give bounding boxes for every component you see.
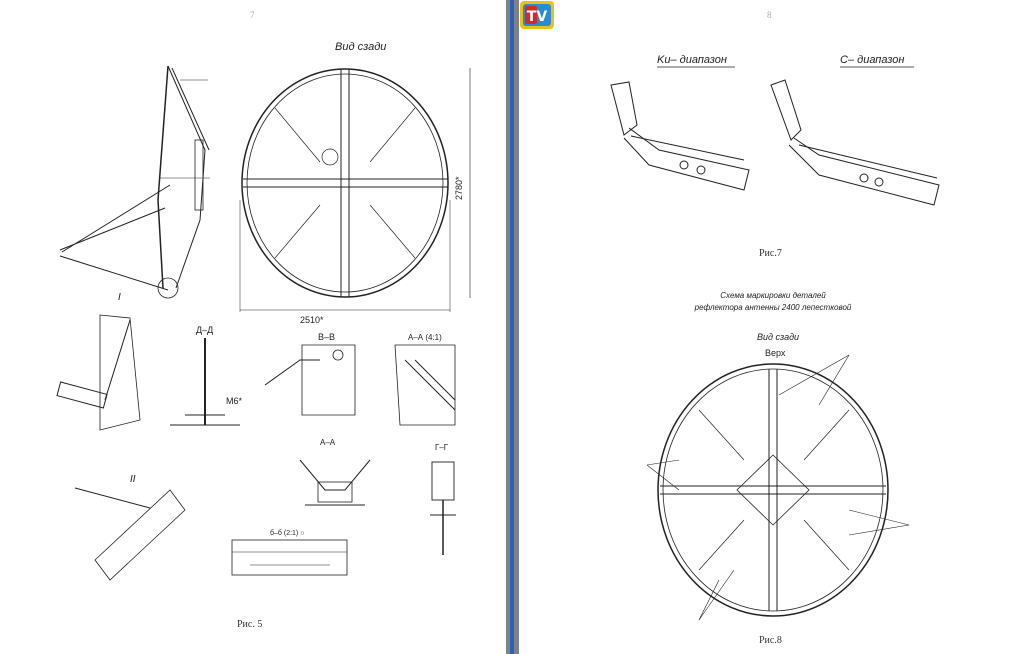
height-dimension: 2780* [454,176,464,200]
page-number: 7 [250,10,255,20]
page-divider [506,0,519,654]
figure-5-caption: Рис. 5 [237,619,262,630]
figure-8-caption: Рис.8 [759,635,782,646]
detail-ii-label: II [130,474,136,485]
rear-view-title: Вид сзади [757,332,799,342]
document-page-left: 7 [0,0,506,654]
width-dimension: 2510* [300,315,324,325]
document-page-right: 8 [519,0,1024,654]
logo-text: TV [527,9,548,25]
figure-7-caption: Рис.7 [759,248,782,259]
section-bb-label: б–б (2:1) ○ [270,529,304,537]
detail-i-label: I [118,292,121,303]
tv-logo-icon: TV [520,1,554,29]
ku-band-label: Ku– диапазон [657,54,727,66]
scheme-title-line2: рефлектора антенны 2400 лепестковой [694,303,852,312]
section-gg-label: Г–Г [435,443,449,452]
c-band-label: С– диапазон [840,54,904,66]
bolt-label: М6* [226,396,243,406]
section-aa-label: А–А [320,438,336,447]
page-number: 8 [767,10,772,20]
figures-7-8-drawing: Ku– диапазон С– диапазон Рис.7 Схема мар… [610,54,940,646]
figure-5-drawing: Вид сзади 2510* 2780* I Д–Д В–В А–А (4:1… [56,41,471,630]
section-vv-label: В–В [318,332,335,342]
rear-view-title: Вид сзади [335,41,386,53]
section-aa-scaled-label: А–А (4:1) [408,333,442,342]
scheme-title-line1: Схема маркировки деталей [720,291,826,300]
section-dd-label: Д–Д [196,325,213,335]
top-label: Верх [765,348,786,358]
